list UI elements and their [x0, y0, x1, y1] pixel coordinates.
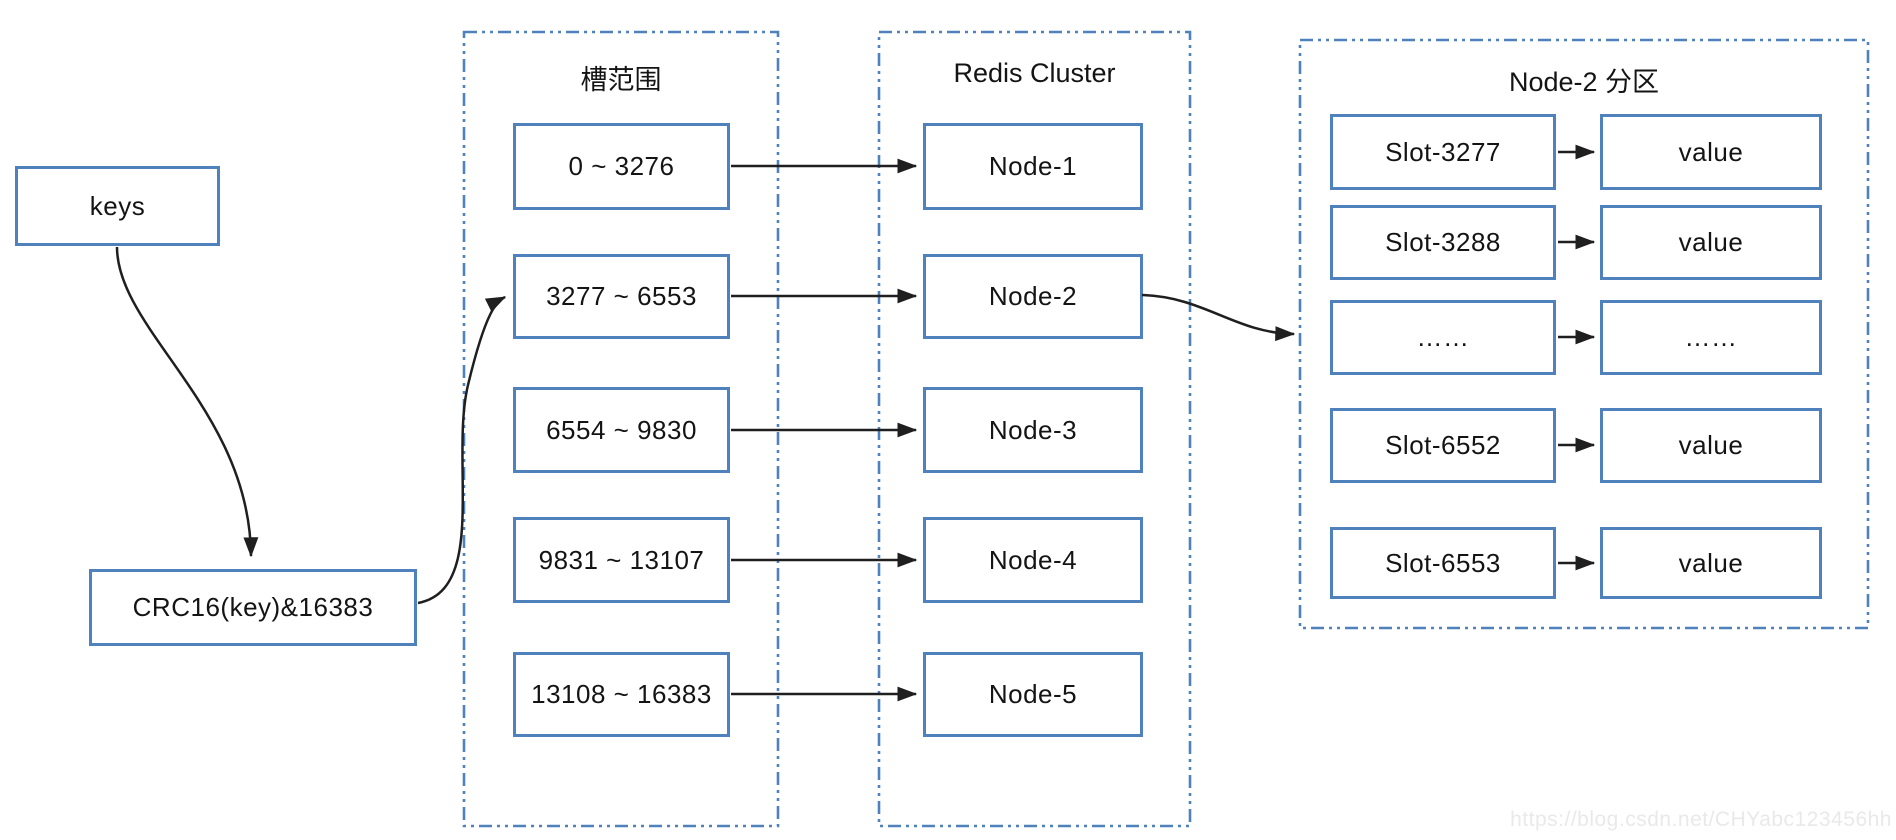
- slot-range-box-2: 3277 ~ 6553: [513, 254, 730, 339]
- partition-slot-box-5: Slot-6553: [1330, 527, 1556, 599]
- slot-range-box-4: 9831 ~ 13107: [513, 517, 730, 603]
- partition-slot-box-3: ……: [1330, 300, 1556, 375]
- partition-value-box-4: value: [1600, 408, 1822, 483]
- cluster-node-box-2: Node-2: [923, 254, 1143, 339]
- arrow-node2-to-partition: [1141, 293, 1296, 342]
- partition-value-box-3: ……: [1600, 300, 1822, 375]
- slot-range-box-3: 6554 ~ 9830: [513, 387, 730, 473]
- partition-value-box-5: value: [1600, 527, 1822, 599]
- slot-range-box-5: 13108 ~ 16383: [513, 652, 730, 737]
- cluster-node-box-3: Node-3: [923, 387, 1143, 473]
- cluster-node-box-1: Node-1: [923, 123, 1143, 210]
- partition-container-title: Node-2 分区: [1508, 67, 1660, 97]
- keys-box: keys: [15, 166, 220, 246]
- slot-range-box-1: 0 ~ 3276: [513, 123, 730, 210]
- partition-slot-box-4: Slot-6552: [1330, 408, 1556, 483]
- crc16-hash-box: CRC16(key)&16383: [89, 569, 417, 646]
- cluster-node-box-4: Node-4: [923, 517, 1143, 603]
- csdn-watermark: https://blog.csdn.net/CHYabc123456hh: [1510, 808, 1892, 831]
- arrow-hash-to-range2: [417, 295, 507, 605]
- partition-slot-box-1: Slot-3277: [1330, 114, 1556, 190]
- partition-value-box-1: value: [1600, 114, 1822, 190]
- arrow-keys-to-hash: [115, 246, 259, 558]
- cluster-node-box-5: Node-5: [923, 652, 1143, 737]
- redis-cluster-container-title: Redis Cluster: [953, 58, 1116, 88]
- partition-slot-box-2: Slot-3288: [1330, 205, 1556, 280]
- partition-value-box-2: value: [1600, 205, 1822, 280]
- slot-range-container-title: 槽范围: [580, 65, 662, 95]
